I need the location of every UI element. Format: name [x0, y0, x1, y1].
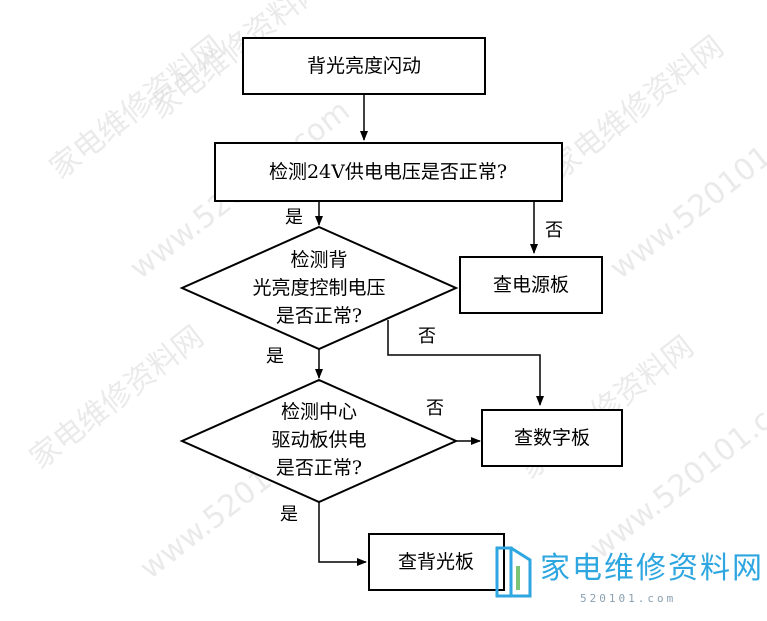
logo-icon — [495, 546, 532, 598]
logo-name: 家电维修资料网 — [540, 551, 764, 586]
edge-backlight-no — [387, 320, 544, 406]
watermark-text-4: 家电维修资料网 — [23, 319, 210, 476]
edge-label-yes-1: 是 — [285, 207, 303, 228]
node-backlight-board-label: 查背光板 — [398, 551, 474, 573]
node-check-driver-line1: 检测中心 — [281, 401, 357, 423]
node-digital-board-label: 查数字板 — [514, 427, 590, 449]
node-start-label: 背光亮度闪动 — [307, 55, 421, 77]
site-logo: 家电维修资料网 520101.com — [495, 546, 764, 605]
node-check-24v-label: 检测24V供电电压是否正常? — [269, 161, 507, 183]
edge-label-no-2: 否 — [418, 326, 436, 347]
node-check-backlight-line1: 检测背 — [290, 249, 347, 271]
node-power-board: 查电源板 — [459, 256, 603, 314]
edge-label-no-1: 否 — [545, 220, 563, 241]
edge-label-yes-3: 是 — [280, 504, 298, 525]
node-check-driver: 检测中心 驱动板供电 是否正常? — [179, 378, 459, 504]
node-backlight-board: 查背光板 — [368, 533, 505, 591]
node-check-backlight-line3: 是否正常? — [276, 305, 362, 327]
watermark-text-3: 家电维修资料网 — [543, 29, 730, 186]
edge-label-no-3: 否 — [426, 398, 444, 419]
node-check-driver-line2: 驱动板供电 — [271, 429, 366, 451]
edge-driver-yes — [318, 502, 367, 566]
node-check-driver-line3: 是否正常? — [276, 457, 362, 479]
node-start: 背光亮度闪动 — [242, 37, 486, 95]
edge-label-yes-2: 是 — [266, 346, 284, 367]
node-power-board-label: 查电源板 — [493, 274, 569, 296]
node-check-backlight: 检测背 光亮度控制电压 是否正常? — [179, 225, 459, 351]
node-digital-board: 查数字板 — [481, 409, 623, 467]
node-check-backlight-line2: 光亮度控制电压 — [252, 277, 385, 299]
node-check-24v: 检测24V供电电压是否正常? — [214, 142, 563, 202]
logo-url: 520101.com — [580, 592, 676, 605]
